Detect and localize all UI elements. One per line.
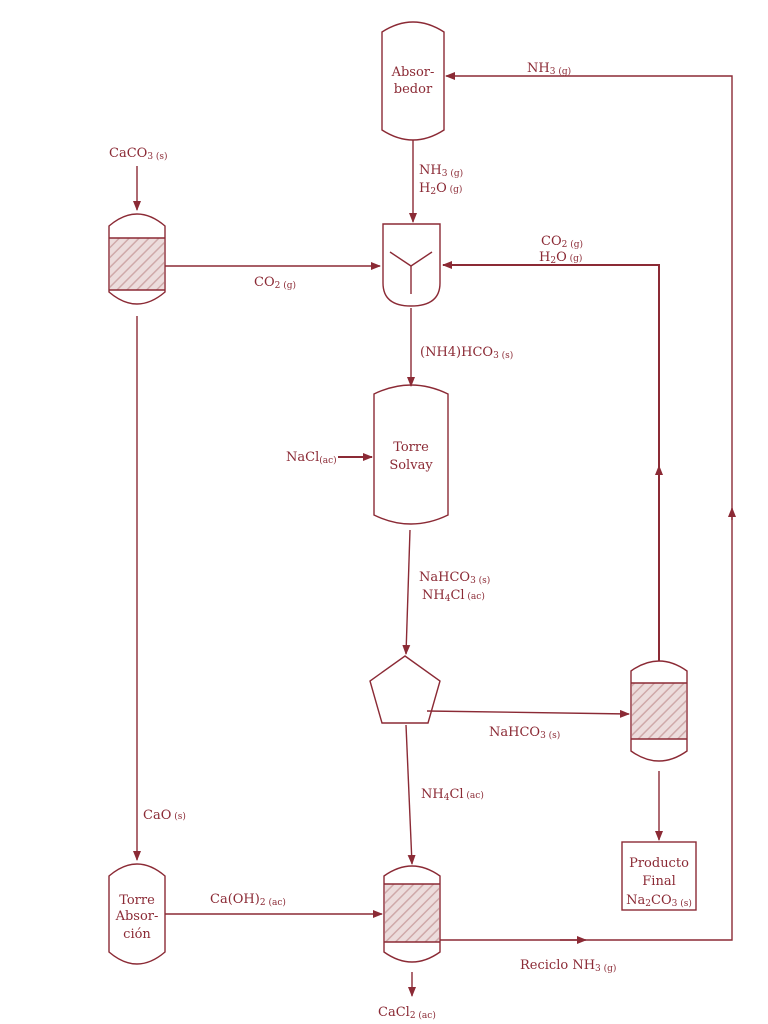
mixer-vessel	[382, 223, 441, 307]
solvay-to-filter	[402, 529, 411, 655]
nh3-recycle-line	[440, 72, 733, 941]
absorbedor-label-1: Absor-	[391, 65, 435, 80]
co2-h2o-return	[442, 261, 660, 661]
label-h2o-down: H2O (g)	[419, 181, 462, 197]
kiln-vessel	[108, 213, 166, 305]
label-nahco3-right: NaHCO3 (s)	[489, 725, 560, 741]
solvay-label-1: Torre	[393, 440, 429, 455]
label-cacl2: CaCl2 (ac)	[378, 1005, 436, 1021]
label-co2-left: CO2 (g)	[254, 275, 296, 291]
label-nh4hco3: (NH4)HCO3 (s)	[420, 345, 513, 361]
label-nacl: NaCl(ac)	[286, 450, 337, 466]
label-caco3: CaCO3 (s)	[109, 146, 168, 162]
torre-absorcion-vessel	[108, 863, 166, 965]
absorbedor-label-2: bedor	[394, 82, 433, 97]
label-caoh2: Ca(OH)2 (ac)	[210, 892, 286, 908]
torre-absorcion-label-2: Absor-	[115, 909, 159, 924]
dryer-vessel	[630, 660, 688, 762]
producto-final-box	[621, 841, 697, 911]
label-co2-right: CO2 (g)	[541, 234, 583, 250]
torre-absorcion-label-1: Torre	[119, 893, 155, 908]
mixer-y-left	[389, 251, 412, 267]
solvay-label-2: Solvay	[389, 458, 433, 473]
label-h2o-right: H2O (g)	[539, 250, 582, 266]
label-nahco3-down: NaHCO3 (s)	[419, 570, 490, 586]
torre-absorcion-label-3: ción	[123, 927, 151, 942]
reactor-packing	[385, 884, 439, 942]
producto-label-1: Producto	[629, 856, 689, 871]
producto-label-2: Final	[642, 874, 675, 889]
reactor-vessel	[383, 865, 441, 963]
label-reciclo: Reciclo NH3 (g)	[520, 958, 616, 974]
label-cao: CaO (s)	[143, 808, 186, 823]
filter-to-reactor	[405, 724, 416, 865]
mixer-y-right	[410, 251, 433, 267]
dryer-packing	[632, 683, 686, 739]
producto-label-3: Na2CO3 (s)	[626, 893, 692, 909]
filter-pentagon	[369, 655, 441, 724]
label-nh4cl-down: NH4Cl (ac)	[422, 588, 485, 604]
label-nh3-down: NH3 (g)	[419, 163, 463, 179]
filter-to-dryer	[426, 709, 630, 718]
label-nh4cl-lower: NH4Cl (ac)	[421, 787, 484, 803]
kiln-packing	[110, 238, 164, 290]
torre-solvay-vessel	[373, 384, 449, 525]
label-nh3-top: NH3 (g)	[527, 61, 571, 77]
absorbedor-vessel	[381, 21, 445, 141]
